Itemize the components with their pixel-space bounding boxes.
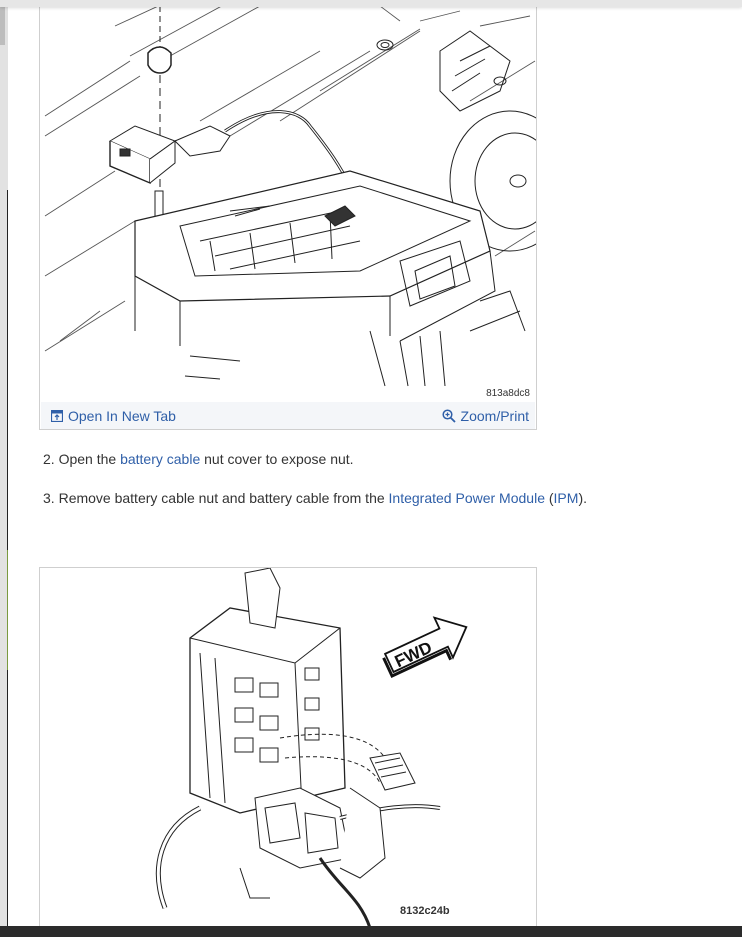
scrollbar-thumb[interactable] (0, 0, 5, 45)
bottom-bar (0, 926, 742, 937)
figure-id-label: 813a8dc8 (486, 388, 530, 399)
step-text: Open the (58, 451, 121, 467)
browser-top-bar (0, 0, 742, 7)
zoom-print-label: Zoom/Print (460, 407, 529, 424)
integrated-power-module-link[interactable]: Integrated Power Module (388, 490, 545, 506)
figure-id-label: 8132c24b (400, 905, 450, 917)
rail-marker (7, 550, 8, 670)
zoom-print-button[interactable]: Zoom/Print (441, 407, 529, 424)
ipm-link[interactable]: IPM (553, 490, 579, 506)
zoom-in-icon (441, 408, 456, 423)
new-tab-icon (51, 409, 63, 422)
open-in-new-tab-button[interactable]: Open In New Tab (51, 408, 176, 424)
step-text: nut cover to expose nut. (200, 451, 354, 467)
open-in-new-tab-label: Open In New Tab (68, 407, 176, 424)
figure-ipm-connectors: FWD 8132c24b (39, 567, 537, 937)
step-text: Remove battery cable nut and battery cab… (58, 490, 389, 506)
step-2: 2. Open the battery cable nut cover to e… (43, 451, 354, 467)
step-number: 3. (43, 490, 55, 506)
figure-toolbar: Open In New Tab Zoom/Print (41, 402, 535, 429)
step-number: 2. (43, 451, 55, 467)
figure-battery-cable-nut: 813a8dc8 Open In New Tab Zoom/Print (39, 0, 537, 430)
diagram-battery-cable-ipm (44, 1, 536, 387)
step-3: 3. Remove battery cable nut and battery … (43, 490, 587, 506)
diagram-ipm-fwd: FWD (156, 568, 468, 929)
step-text: ). (578, 490, 587, 506)
left-scroll-rail[interactable] (0, 0, 8, 937)
step-text: ( (544, 490, 554, 506)
battery-cable-link[interactable]: battery cable (120, 451, 201, 467)
